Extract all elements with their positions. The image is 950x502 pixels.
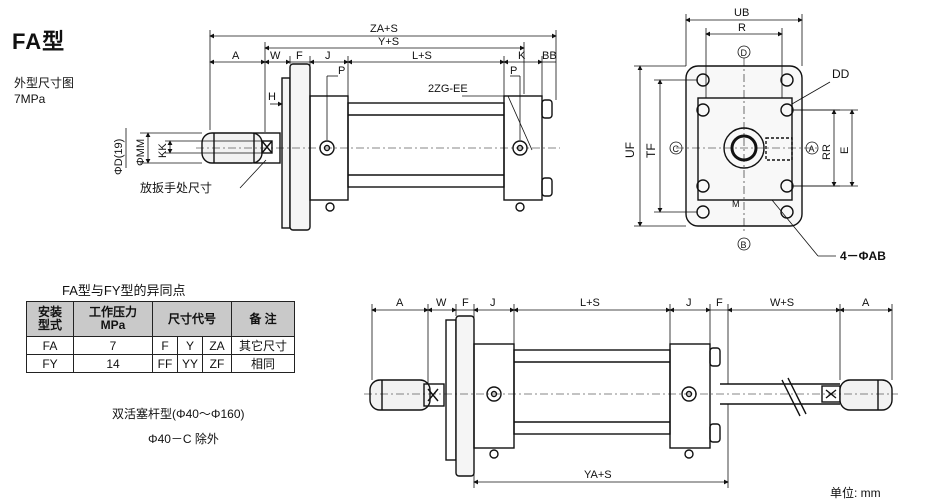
dim-f: F (296, 50, 303, 62)
header-remark: 备 注 (231, 301, 295, 337)
dim-p-left: P (338, 65, 345, 77)
row-fa-code1: F (152, 336, 178, 355)
svg-text:A: A (809, 144, 815, 154)
header-install-type: 安装 型式 (26, 301, 74, 337)
dim-f-left: F (462, 297, 469, 309)
top-view-dimensions (125, 30, 557, 189)
comparison-table: 安装 型式 工作压力 MPa 尺寸代号 备 注 FA 7 F Y ZA 其它尺寸… (26, 301, 295, 373)
dim-j: J (325, 50, 331, 62)
marker-b: B (737, 237, 751, 251)
dim-tf: TF (644, 143, 658, 158)
marker-c: C (669, 141, 683, 155)
dim-w: W (270, 50, 281, 62)
bottom-view-dimensions (371, 304, 893, 488)
row-fy-code2: YY (177, 354, 203, 373)
dim-f-right: F (716, 297, 723, 309)
dim-p-right: P (510, 65, 517, 77)
svg-text:B: B (741, 240, 747, 250)
end-view-labels: UB R DD UF TF RR E 4－ΦAB D C A B M (623, 7, 886, 263)
dim-a: A (232, 50, 240, 62)
dim-a-left: A (396, 297, 404, 309)
dim-j-right: J (686, 297, 692, 309)
bottom-view-labels: A W F J L+S J F W+S A YA+S (396, 297, 870, 481)
dim-dd: DD (832, 67, 850, 81)
dim-l-s: L+S (412, 50, 432, 62)
unit-label: 单位: mm (830, 486, 881, 500)
table-header-row: 安装 型式 工作压力 MPa 尺寸代号 备 注 (26, 301, 295, 337)
double-rod-note: 双活塞杆型(Φ40～Φ160) (112, 407, 245, 421)
top-side-view (196, 63, 560, 231)
top-view-labels: ZA+S Y+S A W F J L+S K BB P P H 2ZG-EE Φ… (113, 23, 557, 195)
dim-za-s: ZA+S (370, 23, 398, 35)
dim-ub: UB (734, 7, 749, 19)
row-fa-code3: ZA (202, 336, 232, 355)
row-fy-pressure: 14 (73, 354, 153, 373)
svg-text:C: C (673, 144, 680, 154)
wrench-flats-label: 放扳手处尺寸 (140, 180, 212, 195)
end-view (676, 58, 818, 234)
comparison-title: FA型与FY型的异同点 (62, 283, 186, 298)
bottom-side-view (364, 315, 898, 477)
row-fa-type: FA (26, 336, 74, 355)
dim-kk: KK (157, 143, 169, 158)
marker-a: A (805, 141, 819, 155)
dim-k: K (518, 50, 526, 62)
table-row: FA 7 F Y ZA 其它尺寸 (26, 336, 295, 355)
header-dimension-code: 尺寸代号 (152, 301, 232, 337)
header-pressure: 工作压力 MPa (73, 301, 153, 337)
row-fy-code3: ZF (202, 354, 232, 373)
dim-mm: ΦMM (135, 139, 147, 166)
drawing-title: FA型 (12, 29, 66, 54)
exclusion-note: Φ40－C 除外 (148, 432, 219, 446)
row-fy-type: FY (26, 354, 74, 373)
row-fa-code2: Y (177, 336, 203, 355)
dim-a-right: A (862, 297, 870, 309)
remark-line2: 相同 (231, 354, 295, 373)
dim-rr: RR (821, 144, 833, 160)
dim-l-s-bottom: L+S (580, 297, 600, 309)
dim-ya-s: YA+S (584, 469, 612, 481)
dim-h: H (268, 91, 276, 103)
dim-j-left: J (490, 297, 496, 309)
dim-e: E (839, 147, 851, 154)
dim-y-s: Y+S (378, 36, 399, 48)
dim-uf: UF (623, 142, 637, 158)
end-view-dimensions (634, 14, 858, 257)
port-label: 2ZG-EE (428, 83, 468, 95)
dim-bb: BB (542, 50, 557, 62)
remark-line1: 其它尺寸 (231, 336, 295, 355)
marker-d: D (737, 45, 751, 59)
dim-r: R (738, 22, 746, 34)
dim-w-bottom: W (436, 297, 447, 309)
row-fy-code1: FF (152, 354, 178, 373)
table-row: FY 14 FF YY ZF 相同 (26, 354, 295, 373)
marker-m: M (732, 199, 740, 209)
dim-d19: ΦD(19) (113, 139, 125, 175)
row-fa-pressure: 7 (73, 336, 153, 355)
dim-w-s: W+S (770, 297, 794, 309)
svg-text:D: D (741, 48, 748, 58)
pressure-rating: 7MPa (14, 92, 46, 106)
mounting-holes-label: 4－ΦAB (840, 249, 886, 263)
drawing-subtitle: 外型尺寸图 (14, 76, 75, 90)
